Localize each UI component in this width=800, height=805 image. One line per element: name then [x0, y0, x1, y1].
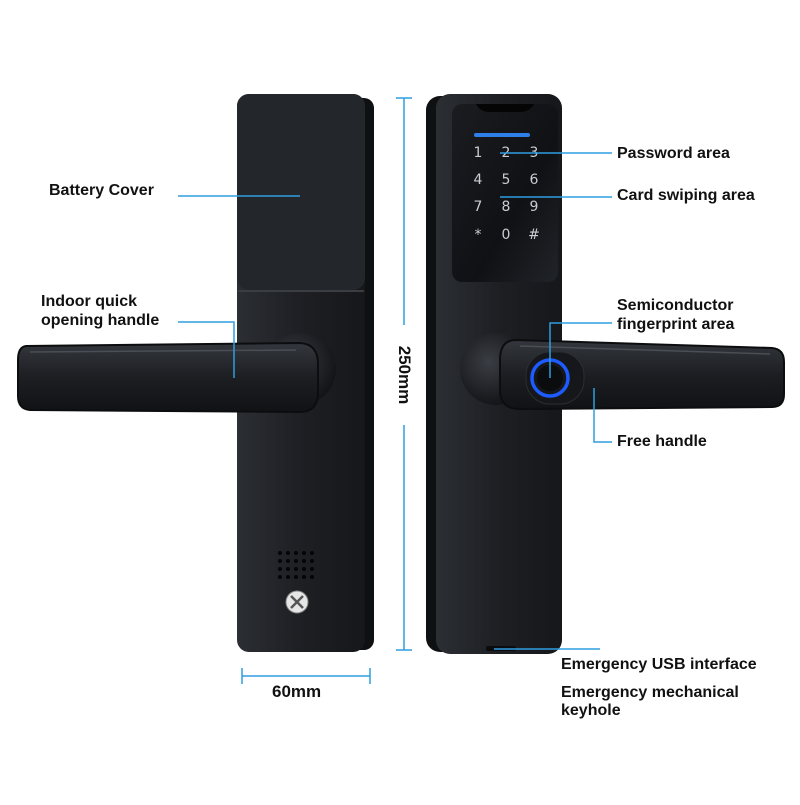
label-indoor-handle-1: Indoor quick [41, 293, 137, 310]
keypad-key-5[interactable]: 5 [502, 172, 511, 188]
leader-lines [178, 152, 612, 650]
card-indicator-bar [474, 133, 530, 137]
dimension-height-label: 250mm [395, 345, 414, 405]
panel-top-notch [476, 104, 534, 112]
indoor-handle [17, 341, 319, 414]
keypad-key-4[interactable]: 4 [474, 172, 483, 188]
keypad-key-6[interactable]: 6 [530, 172, 539, 188]
keypad-key-9[interactable]: 9 [530, 199, 539, 215]
label-card-swiping-area: Card swiping area [617, 187, 755, 204]
label-indoor-handle-2: opening handle [41, 312, 160, 329]
leader-indoor-handle [178, 321, 235, 378]
fingerprint-sensor-icon [525, 351, 585, 405]
label-free-handle: Free handle [617, 433, 707, 450]
label-fingerprint-2: fingerprint area [617, 316, 735, 333]
speaker-grille-icon [278, 551, 314, 579]
battery-cover [237, 94, 365, 290]
screw-icon [285, 590, 309, 614]
label-usb-interface: Emergency USB interface [561, 656, 757, 673]
indoor-unit [17, 94, 374, 652]
label-password-area: Password area [617, 145, 730, 162]
label-battery-cover: Battery Cover [49, 182, 154, 199]
dimension-height [396, 97, 412, 651]
free-handle-highlight [519, 345, 771, 355]
keypad-key-1[interactable]: 1 [474, 145, 483, 161]
label-keyhole-1: Emergency mechanical [561, 684, 739, 701]
dimension-width [241, 668, 371, 684]
keypad-key-7[interactable]: 7 [474, 199, 483, 215]
keypad-key-8[interactable]: 8 [502, 199, 511, 215]
keypad-key-0[interactable]: 0 [502, 227, 511, 243]
leader-free-handle [593, 388, 612, 443]
keypad-key-star[interactable]: * [475, 227, 482, 243]
keypad-key-hash[interactable]: # [528, 227, 540, 243]
leader-fingerprint [549, 322, 612, 378]
label-fingerprint-1: Semiconductor [617, 297, 734, 314]
indoor-handle-highlight [29, 349, 297, 353]
label-keyhole-2: keyhole [561, 702, 621, 719]
keypad-glass-panel [452, 104, 558, 282]
dimension-width-label: 60mm [272, 682, 322, 701]
